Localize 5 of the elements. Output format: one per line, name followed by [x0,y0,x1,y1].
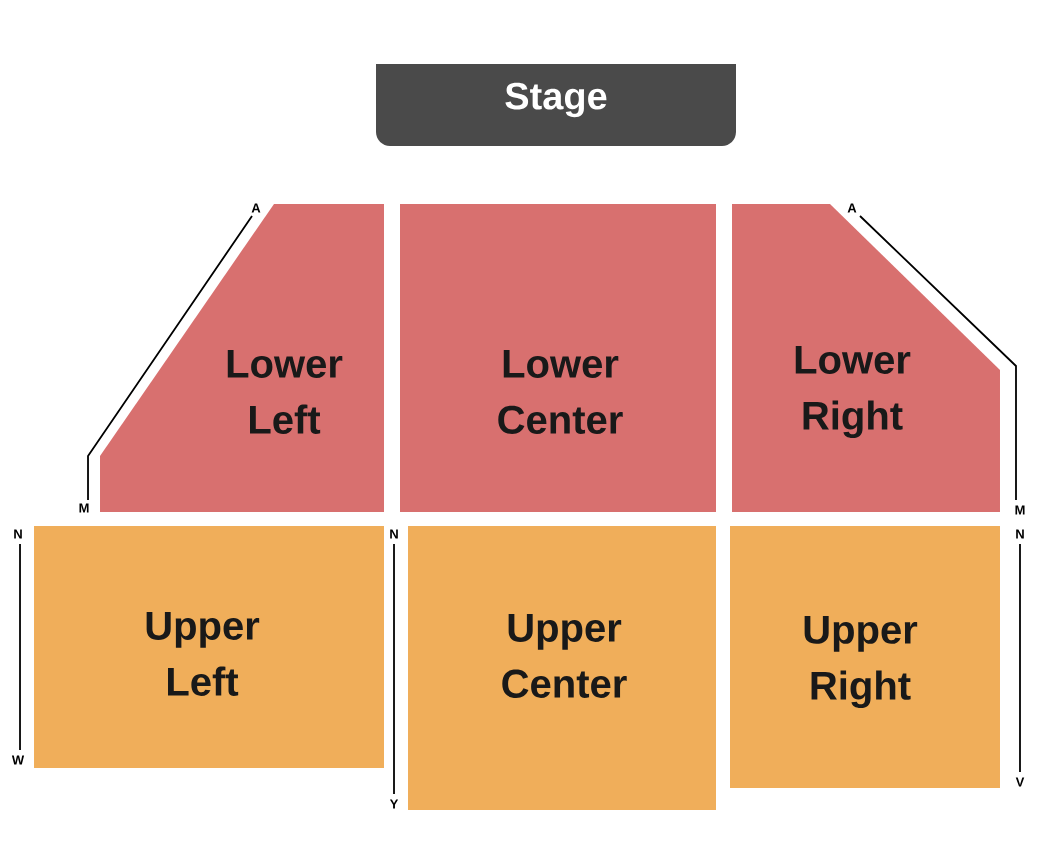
seating-section: Upper Center [408,525,716,810]
seating-section: Upper Right [730,525,1000,788]
stage-block: Stage [376,64,736,146]
seating-section: Lower Center [400,204,716,512]
seating-section: Upper Left [34,525,384,768]
